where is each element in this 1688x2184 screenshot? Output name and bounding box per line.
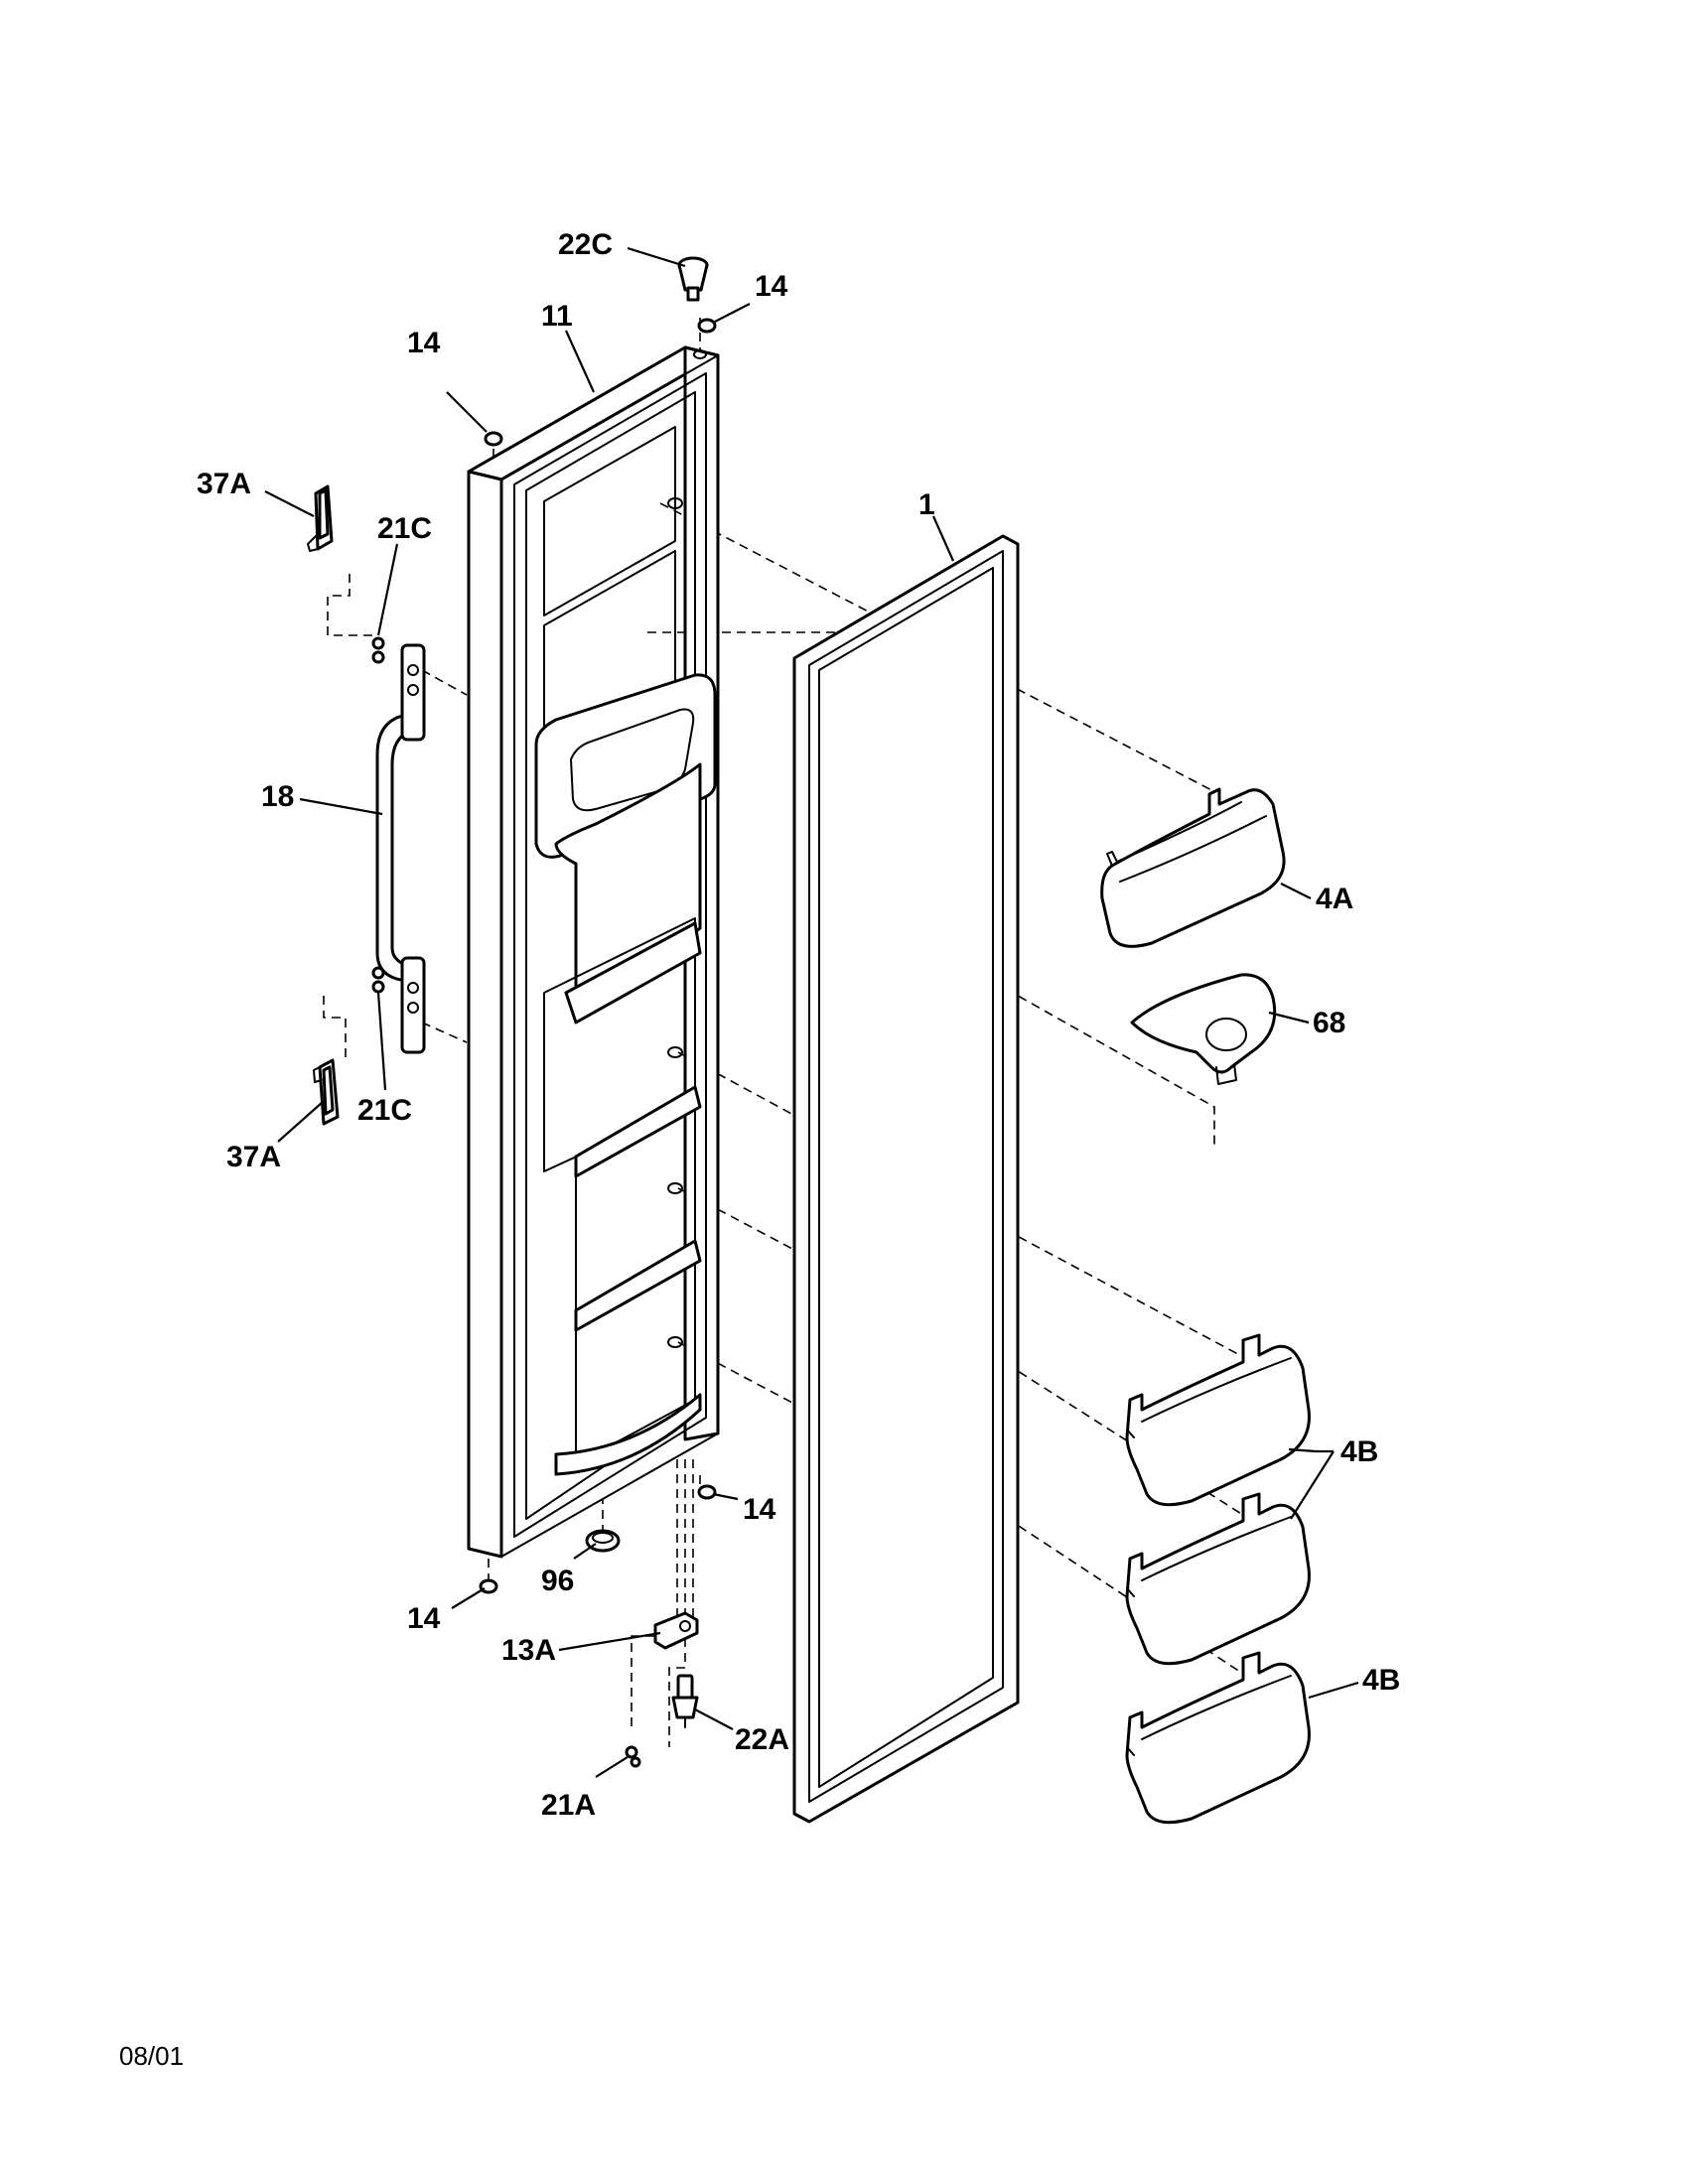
callout-21C: 21C (357, 1094, 412, 1127)
callout-14: 14 (407, 327, 441, 359)
door-bin-4A (1100, 787, 1286, 948)
date-code: 08/01 (119, 2041, 184, 2071)
door-bin-4B-1 (1125, 1333, 1311, 1507)
callout-22C: 22C (558, 228, 613, 261)
callout-37A: 37A (226, 1141, 281, 1173)
callout-14: 14 (743, 1493, 776, 1526)
callout-labels: 22C 14 11 14 37A 21C 1 18 4A 68 21C 37A … (197, 228, 1400, 1822)
callout-18: 18 (261, 780, 294, 813)
top-hinge-pin (677, 256, 709, 302)
leader-lines (264, 246, 1359, 1778)
handle-end-cap-bottom (313, 1058, 340, 1126)
callout-4B: 4B (1362, 1664, 1400, 1697)
bottom-hinge-pin (671, 1674, 699, 1728)
door-gasket (792, 534, 1020, 1824)
handle-end-cap-top (307, 484, 334, 552)
funnel-accessory (1130, 973, 1277, 1085)
callout-68: 68 (1313, 1007, 1345, 1039)
callout-14: 14 (755, 270, 788, 303)
callout-14: 14 (407, 1602, 441, 1635)
handle-screws (371, 636, 641, 1768)
callout-4B: 4B (1340, 1435, 1378, 1468)
callout-37A: 37A (197, 468, 251, 500)
callout-1: 1 (918, 488, 935, 521)
callout-4A: 4A (1316, 883, 1353, 915)
callout-11: 11 (541, 300, 573, 333)
freezer-door-assembly (467, 345, 720, 1559)
door-bin-4B-2 (1125, 1492, 1311, 1666)
callout-21A: 21A (541, 1789, 596, 1822)
door-bin-4B-3 (1125, 1651, 1311, 1825)
callout-96: 96 (541, 1565, 574, 1597)
hinge-bracket (653, 1611, 699, 1650)
callout-21C: 21C (377, 512, 432, 545)
door-handle (375, 643, 426, 1054)
alignment-lines (323, 318, 1250, 1747)
callout-13A: 13A (501, 1634, 556, 1667)
washers (479, 318, 717, 1594)
callout-22A: 22A (735, 1723, 789, 1756)
